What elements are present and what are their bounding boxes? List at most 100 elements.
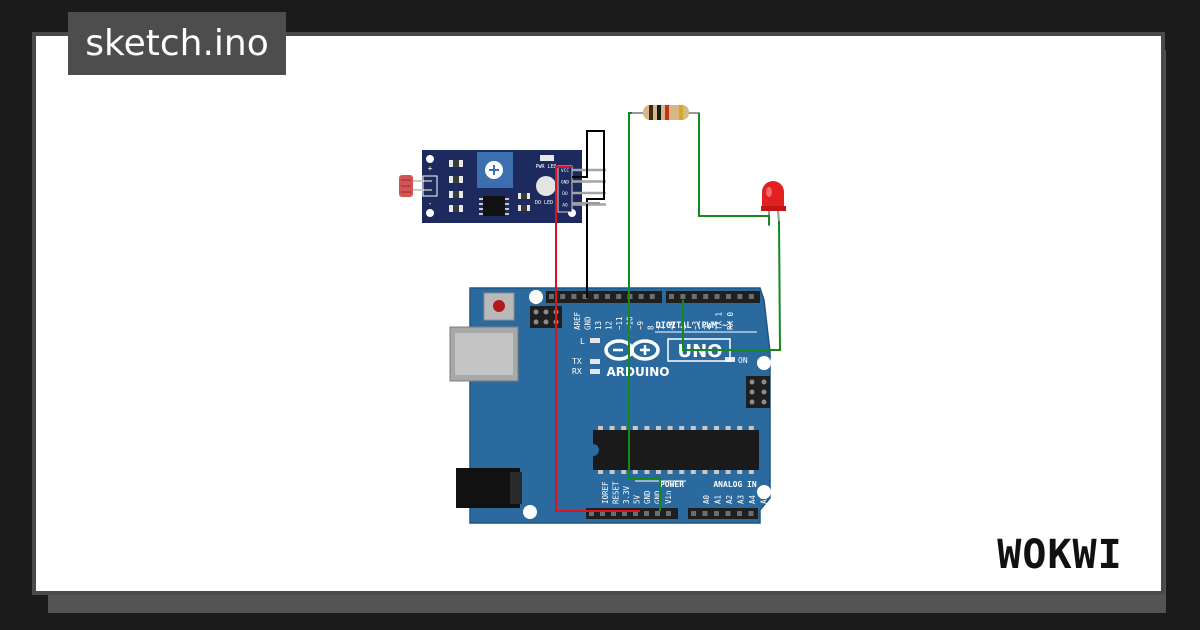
power-pin-label: GND xyxy=(654,490,663,504)
dc-barrel-jack xyxy=(456,468,520,508)
do-led-label: DO LED xyxy=(535,200,553,206)
arduino-brand-text: ARDUINO xyxy=(607,365,670,379)
digital-pin-label: 8 xyxy=(647,325,656,330)
pin-hole xyxy=(748,294,754,299)
digital-pin-label: ~11 xyxy=(615,316,624,330)
module-pin-label: GND xyxy=(561,180,569,186)
pin-hole xyxy=(649,294,655,299)
arduino-logo-icon xyxy=(604,339,660,361)
power-pin-label: Vin xyxy=(664,490,673,504)
pin-hole xyxy=(691,294,697,299)
power-pin-label: 5V xyxy=(633,494,642,504)
module-pin-label: DO xyxy=(562,191,568,197)
pin-hole xyxy=(600,511,605,516)
rx-led-label: RX xyxy=(572,367,582,376)
pin-hole xyxy=(611,511,616,516)
pin-hole xyxy=(669,294,674,299)
pin-hole xyxy=(714,294,720,299)
analog-pin-label: A3 xyxy=(737,495,746,504)
pin-hole xyxy=(737,294,743,299)
digital-pin-label: 12 xyxy=(605,321,614,330)
mount-hole xyxy=(757,356,771,370)
analog-pin-label: A0 xyxy=(702,494,711,504)
rx-led xyxy=(590,369,600,374)
digital-pin-label: ~5 xyxy=(668,321,677,330)
pin-hole xyxy=(726,294,731,299)
uno-model-text: UNO xyxy=(678,341,723,362)
power-pin-label: IOREF xyxy=(601,481,610,504)
comparator-chip xyxy=(479,196,509,216)
do-led xyxy=(536,176,556,196)
digital-pin-label: ~6 xyxy=(668,320,677,330)
pin-hole xyxy=(560,294,566,299)
pin-hole xyxy=(605,294,610,299)
pin-hole xyxy=(655,511,660,516)
wire-ldr-gnd-to-gnd[interactable] xyxy=(572,130,605,298)
pin-hole xyxy=(737,511,742,516)
digital-pin-label: AREF xyxy=(573,311,582,330)
on-led-label: ON xyxy=(738,356,748,365)
wire-gnd-to-resistor[interactable] xyxy=(628,112,661,511)
potentiometer[interactable] xyxy=(477,152,513,188)
module-pin-label: AO xyxy=(562,203,568,209)
wire-led-to-digital-pin[interactable] xyxy=(682,220,782,351)
pin-hole xyxy=(644,511,649,516)
bottom-pin-holes xyxy=(589,511,754,516)
analog-header xyxy=(688,508,758,519)
resistor[interactable] xyxy=(630,105,700,120)
digital-pin-label: RX 0 xyxy=(726,311,735,330)
power-led xyxy=(540,155,554,161)
digital-pin-label: 4 xyxy=(680,325,689,330)
sketch-filename-tab[interactable]: sketch.ino xyxy=(68,12,286,75)
photoresistor-icon xyxy=(399,175,432,197)
pin-hole xyxy=(702,511,708,516)
pin-hole xyxy=(725,511,731,516)
power-pin-label: GND xyxy=(643,490,652,504)
pin-hole xyxy=(622,511,627,516)
pin-hole xyxy=(638,294,644,299)
digital-pin-label: ~3 xyxy=(691,321,700,330)
l-led-label: L xyxy=(580,337,585,346)
l-led xyxy=(590,338,600,343)
digital-pin-label: GND xyxy=(584,316,593,330)
power-header-label: POWER xyxy=(660,480,684,489)
digital-header-low xyxy=(666,291,760,303)
icsp-header xyxy=(746,376,770,408)
power-header xyxy=(586,508,678,519)
digital-pin-label: 7 xyxy=(657,325,666,330)
svg-text:+: + xyxy=(428,164,433,173)
pin-hole xyxy=(616,294,622,299)
digital-pin-label: ~9 xyxy=(636,321,645,330)
icsp-header-usb xyxy=(530,306,562,328)
pin-hole xyxy=(549,294,554,299)
digital-pin-label: 13 xyxy=(594,321,603,330)
wokwi-logo: WOKWI xyxy=(997,532,1122,578)
svg-text:-: - xyxy=(428,199,433,208)
pin-hole xyxy=(666,511,671,516)
analog-header-label: ANALOG IN xyxy=(713,480,757,489)
pin-hole xyxy=(589,511,594,516)
wire-resistor-to-led[interactable] xyxy=(698,113,770,225)
red-led[interactable] xyxy=(761,181,786,226)
mount-hole xyxy=(523,505,537,519)
pin-hole xyxy=(691,511,696,516)
digital-pin-label: 2 xyxy=(703,325,712,330)
wire-ldr-vcc-to-5v[interactable] xyxy=(555,166,640,512)
tx-led-label: TX xyxy=(572,357,582,366)
module-pin-label: VCC xyxy=(561,168,569,174)
pin-hole xyxy=(703,294,709,299)
pin-hole xyxy=(680,294,686,299)
module-pin-header: VCC GND DO AO xyxy=(561,168,606,209)
analog-pin-label: A4 xyxy=(748,494,757,504)
digital-pin-label: TX 1 xyxy=(714,312,723,330)
pin-hole xyxy=(593,294,599,299)
pin-hole xyxy=(714,511,719,516)
power-pin-label: 3.3V xyxy=(622,485,631,504)
analog-pin-label: A5 xyxy=(760,495,769,504)
